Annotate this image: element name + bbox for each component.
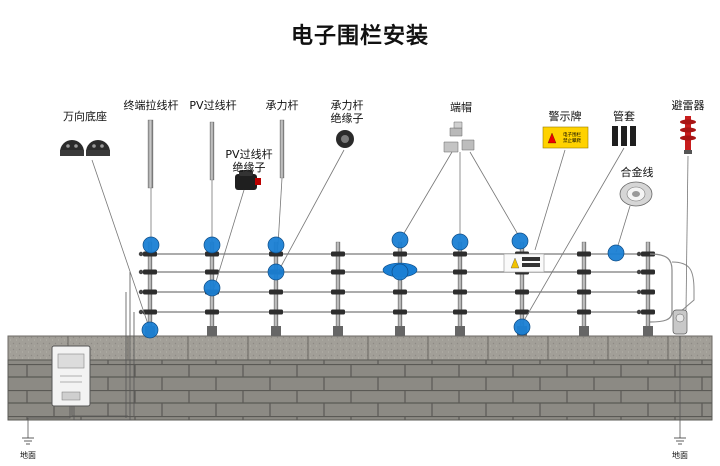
pv-pole-icon — [209, 121, 215, 181]
callout-marker-8 — [203, 279, 221, 297]
alloy-wire-coil-icon — [619, 181, 653, 207]
ground-symbol-left — [22, 437, 34, 445]
callout-marker-9 — [267, 263, 285, 281]
callout-marker-4 — [391, 231, 409, 249]
label-pv-insulator-line2: 绝缘子 — [232, 161, 266, 174]
label-pv-insulator-line1: PV过线杆 — [225, 148, 273, 161]
support-insulator-icon — [336, 130, 354, 148]
label-warning-sign: 警示牌 — [548, 110, 582, 123]
label-lightning-arrester: 避雷器 — [671, 99, 705, 112]
ground-label-left: 地面 — [20, 451, 36, 460]
marker-group — [141, 231, 625, 339]
fence-warning-sign — [503, 253, 545, 273]
label-support-insulator-line1: 承力杆 — [330, 99, 364, 112]
label-support-insulator-line2: 绝缘子 — [330, 112, 364, 125]
fence-pole-5 — [393, 241, 407, 337]
fence-pole-6 — [453, 241, 467, 337]
ground-leads — [27, 272, 681, 438]
warning-sign-icon: 电子围栏 禁止攀爬 — [542, 126, 589, 149]
sleeve-icon — [612, 126, 636, 146]
terminal-pole-icon — [147, 119, 154, 189]
callout-marker-7 — [607, 244, 625, 262]
svg-text:电子围栏: 电子围栏 — [563, 131, 581, 138]
leader-lines — [91, 147, 689, 331]
label-universal-base: 万向底座 — [63, 110, 107, 123]
lightning-arrester-icon — [680, 116, 696, 154]
pv-insulator-icon — [235, 170, 261, 190]
fence-pole-8 — [577, 241, 591, 337]
callout-marker-1 — [142, 236, 160, 254]
universal-base-icon — [60, 140, 110, 156]
callout-marker-5 — [451, 233, 469, 251]
label-end-cap: 端帽 — [450, 101, 472, 114]
arrester-lead — [671, 261, 695, 313]
fence-pole-4 — [331, 241, 345, 337]
fence-pole-1 — [138, 241, 157, 337]
end-wire-loop — [649, 253, 673, 323]
ground-symbol-right — [674, 437, 686, 445]
label-terminal-pole: 终端拉线杆 — [123, 99, 179, 112]
svg-text:禁止攀爬: 禁止攀爬 — [563, 137, 581, 144]
brick-wall — [7, 335, 713, 421]
label-alloy-wire: 合金线 — [620, 166, 654, 179]
label-pv-insulator: PV过线杆 绝缘子 — [225, 148, 272, 174]
support-pole-icon — [279, 119, 285, 179]
callout-marker-10 — [141, 321, 159, 339]
diagram-title: 电子围栏安装 — [290, 24, 429, 49]
fence-pole-9 — [636, 241, 655, 337]
fence-controller-box — [51, 345, 91, 407]
label-pv-pole: PV过线杆 — [189, 99, 237, 112]
ground-label-right: 地面 — [672, 451, 688, 460]
callout-marker-2 — [203, 236, 221, 254]
fence-pole-3 — [269, 241, 283, 337]
base-arrester-unit — [672, 309, 688, 335]
callout-marker-11 — [513, 318, 531, 336]
end-cap-icon — [443, 121, 475, 153]
label-support-insulator: 承力杆 绝缘子 — [331, 99, 364, 125]
label-support-pole: 承力杆 — [265, 99, 299, 112]
callout-marker-12 — [391, 263, 409, 281]
label-sleeve: 管套 — [613, 110, 635, 123]
callout-marker-3 — [267, 236, 285, 254]
callout-marker-6 — [511, 232, 529, 250]
